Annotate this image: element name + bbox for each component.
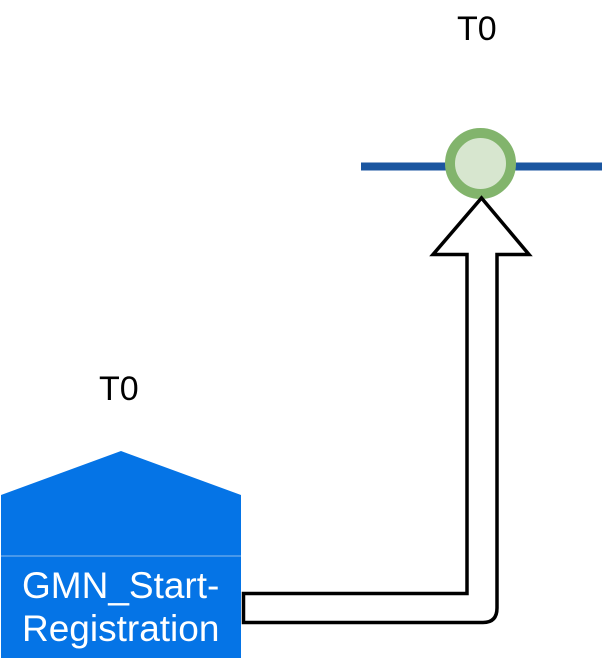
block-arrow — [241, 195, 533, 625]
t0-label-node: T0 — [99, 370, 139, 408]
start-node — [1, 451, 241, 658]
start-node-label: GMN_Start- Registration — [22, 565, 238, 650]
start-node-shape — [1, 451, 241, 658]
event-circle — [445, 128, 516, 199]
t0-label-timeline: T0 — [457, 10, 497, 48]
start-node-label-line2: Registration — [22, 607, 220, 649]
start-node-label-line1: GMN_Start- — [22, 565, 220, 606]
